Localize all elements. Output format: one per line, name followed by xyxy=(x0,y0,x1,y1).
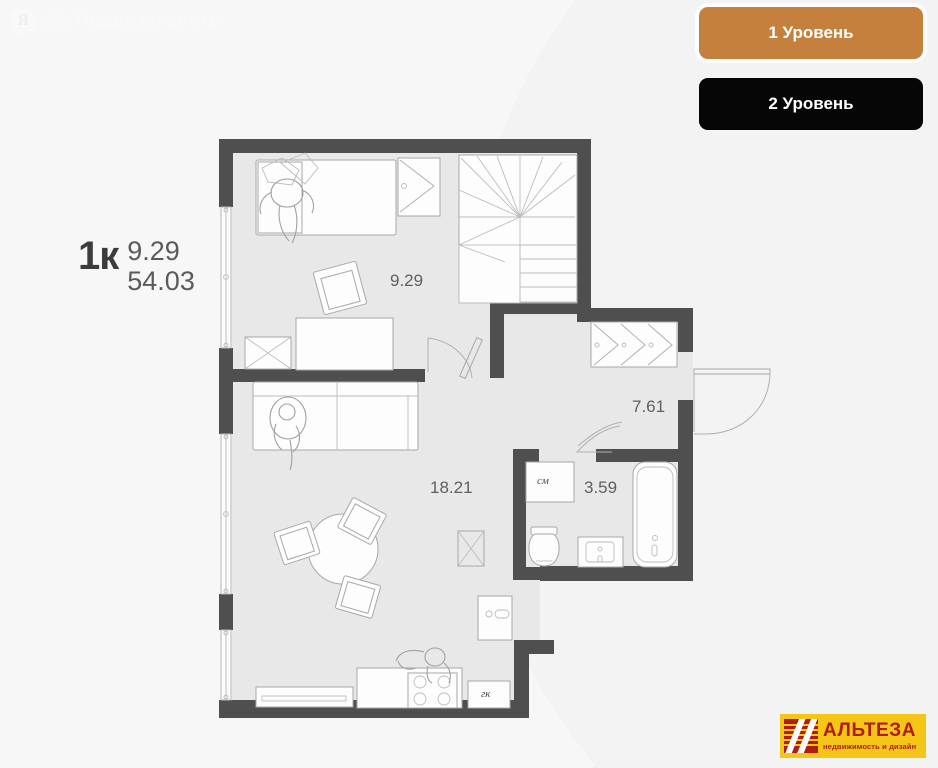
brand-mark-icon xyxy=(784,719,818,753)
room-area-value: 9.29 xyxy=(127,236,180,266)
level-selector: 1 Уровень 2 Уровень xyxy=(699,7,923,130)
brand-name: АЛЬТЕЗА xyxy=(823,720,917,742)
tag-washing-machine: см xyxy=(537,475,549,487)
apartment-summary: 1к 9.29 54.03 xyxy=(78,236,195,296)
toilet-fixture xyxy=(528,526,560,567)
brand-text: АЛЬТЕЗА недвижимость и дизайн xyxy=(823,721,916,751)
staircase xyxy=(458,154,578,304)
area-label-hallway: 7.61 xyxy=(632,397,666,416)
level-2-button[interactable]: 2 Уровень xyxy=(699,78,923,130)
area-label-living: 18.21 xyxy=(430,478,473,497)
tag-heating-cabinet: гк xyxy=(481,688,491,700)
area-values: 9.29 54.03 xyxy=(127,236,195,296)
area-label-bathroom: 3.59 xyxy=(584,478,618,497)
brand-logo: АЛЬТЕЗА недвижимость и дизайн xyxy=(780,714,926,758)
brand-subtitle: недвижимость и дизайн xyxy=(823,742,917,752)
level-1-button[interactable]: 1 Уровень xyxy=(699,7,923,59)
room-count-label: 1к xyxy=(78,234,119,278)
area-label-bedroom: 9.29 xyxy=(390,271,424,290)
total-area-value: 54.03 xyxy=(127,266,195,297)
